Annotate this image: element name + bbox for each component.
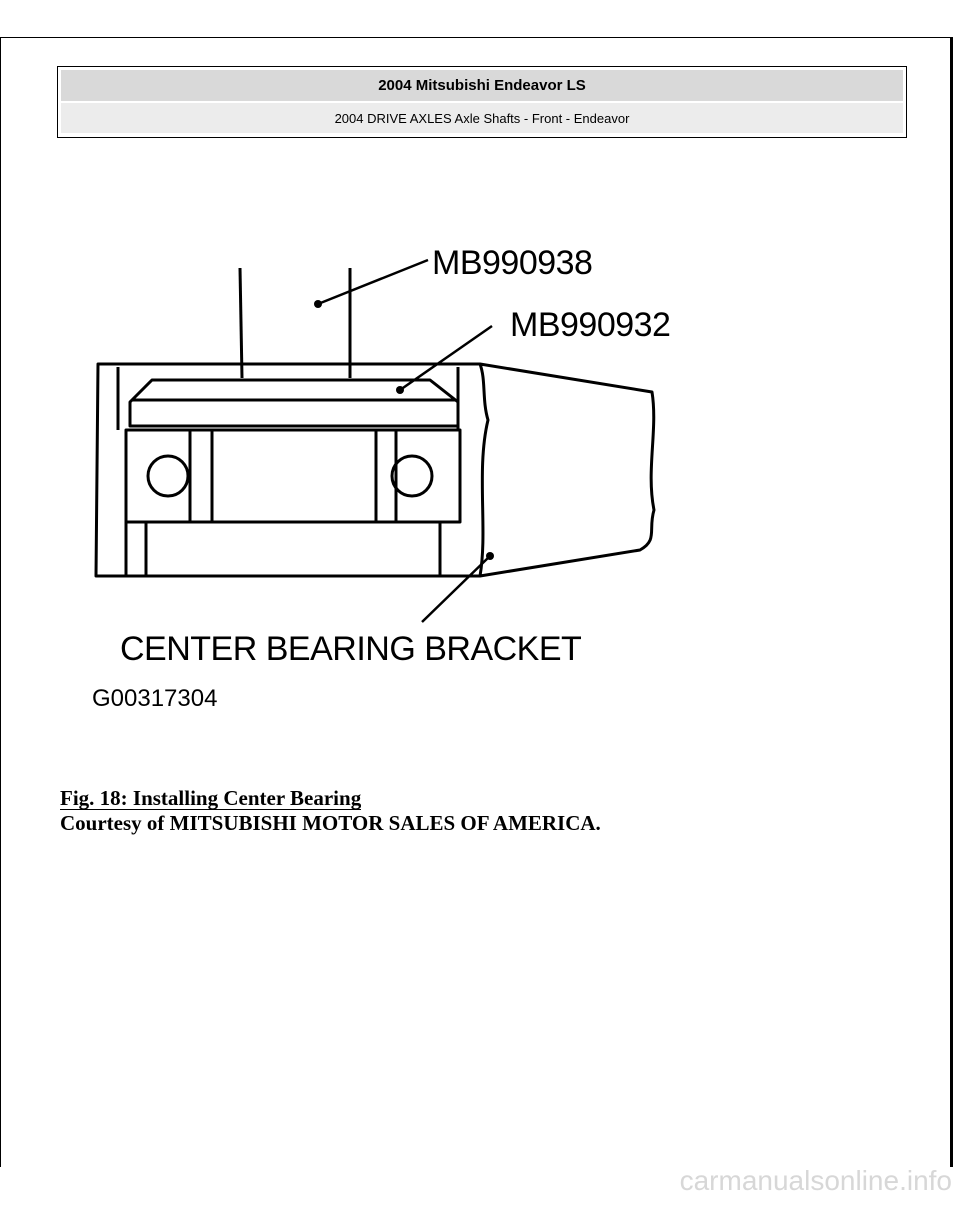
leader-dot-2: [396, 386, 404, 394]
header-inner: 2004 Mitsubishi Endeavor LS 2004 DRIVE A…: [61, 70, 903, 134]
leader-dot-3: [486, 552, 494, 560]
label-mb990932: MB990932: [510, 306, 670, 344]
diagram-svg: MB990938 MB990932 CENTER BEARING BRACKET…: [92, 244, 671, 712]
installation-diagram: MB990938 MB990932 CENTER BEARING BRACKET…: [80, 230, 720, 730]
document-header: 2004 Mitsubishi Endeavor LS 2004 DRIVE A…: [57, 66, 907, 138]
tool-shaft-left: [238, 267, 244, 379]
vehicle-title: 2004 Mitsubishi Endeavor LS: [61, 70, 903, 103]
installer-head: [128, 378, 460, 428]
bearing-ball-right: [390, 454, 434, 498]
leader-mb990932: [399, 324, 493, 392]
center-bearing-bracket: [478, 362, 656, 578]
section-subtitle: 2004 DRIVE AXLES Axle Shafts - Front - E…: [61, 103, 903, 133]
page-frame: [0, 37, 953, 1167]
leader-dot-1: [314, 300, 322, 308]
leader-mb990938: [317, 258, 429, 306]
watermark-text: carmanualsonline.info: [679, 1165, 952, 1196]
caption-title: Fig. 18: Installing Center Bearing: [60, 786, 362, 810]
bearing-outer: [124, 428, 462, 524]
label-mb990938: MB990938: [432, 244, 592, 282]
figure-caption: Fig. 18: Installing Center Bearing Court…: [60, 786, 920, 836]
leader-bracket: [421, 555, 491, 623]
bearing-ball-left: [146, 454, 190, 498]
caption-courtesy: Courtesy of MITSUBISHI MOTOR SALES OF AM…: [60, 811, 601, 835]
label-center-bearing-bracket: CENTER BEARING BRACKET: [120, 630, 581, 668]
housing-outline: [94, 362, 480, 578]
figure-code: G00317304: [92, 685, 217, 712]
